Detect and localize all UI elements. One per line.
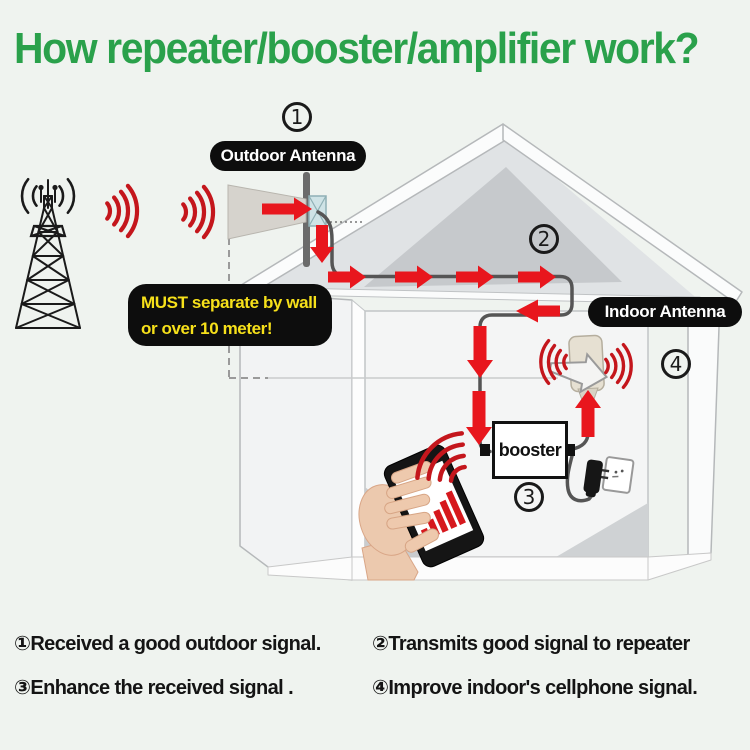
caption-step-4: ④Improve indoor's cellphone signal.: [372, 677, 698, 699]
right-wall: [687, 298, 721, 560]
step-marker-4: 4: [661, 349, 691, 379]
step-marker-3: 3: [514, 482, 544, 512]
page-title: How repeater/booster/amplifier work?: [14, 24, 700, 73]
signal-waves-to-antenna: [183, 187, 213, 237]
warning-line-2: or over 10 meter!: [141, 319, 273, 338]
arrow-down-to-booster-2: [466, 391, 492, 445]
arrow-up-to-indoor-antenna: [575, 390, 601, 437]
arrow-left-inside: [516, 299, 560, 323]
tower-broadcast-icon: [20, 178, 76, 214]
warning-callout: MUST separate by wall or over 10 meter!: [128, 284, 332, 346]
arrow-eave-2: [395, 265, 433, 289]
caption-step-2: ②Transmits good signal to repeater: [372, 633, 690, 655]
foundation-left: [267, 556, 353, 581]
booster-box: booster: [492, 421, 568, 479]
caption-step-3: ③Enhance the received signal .: [14, 677, 294, 699]
cable-booster-to-power: [565, 454, 595, 503]
arrow-down-to-booster-1: [467, 326, 493, 378]
step-marker-2: 2: [529, 224, 559, 254]
arrow-eave-4: [518, 265, 556, 289]
cell-tower-icon: [15, 178, 81, 329]
wall-edge: [351, 299, 366, 581]
signal-path-arrows: [262, 197, 560, 445]
indoor-antenna-label: Indoor Antenna: [588, 297, 742, 327]
house: [237, 123, 743, 581]
floor-right: [556, 503, 648, 557]
arrow-eave-3: [456, 265, 494, 289]
warning-line-1: MUST separate by wall: [141, 293, 317, 312]
signal-waves-tower: [107, 186, 137, 236]
arrow-into-outdoor-antenna: [262, 197, 312, 221]
arrow-down-from-antenna: [310, 225, 334, 263]
foundation-right: [647, 552, 712, 581]
roof-shadow-triangle: [364, 167, 622, 287]
signal-bars-icon: [420, 490, 466, 541]
outdoor-antenna-label: Outdoor Antenna: [210, 141, 366, 171]
arrow-eave-1: [328, 265, 366, 289]
booster-port-right: [565, 444, 575, 456]
step-marker-1: 1: [282, 102, 312, 132]
booster-port-left: [480, 444, 490, 456]
caption-step-1: ①Received a good outdoor signal.: [14, 633, 321, 655]
power-adapter-icon: [583, 459, 610, 498]
thumb: [404, 528, 439, 553]
power-outlet-icon: [601, 456, 635, 494]
